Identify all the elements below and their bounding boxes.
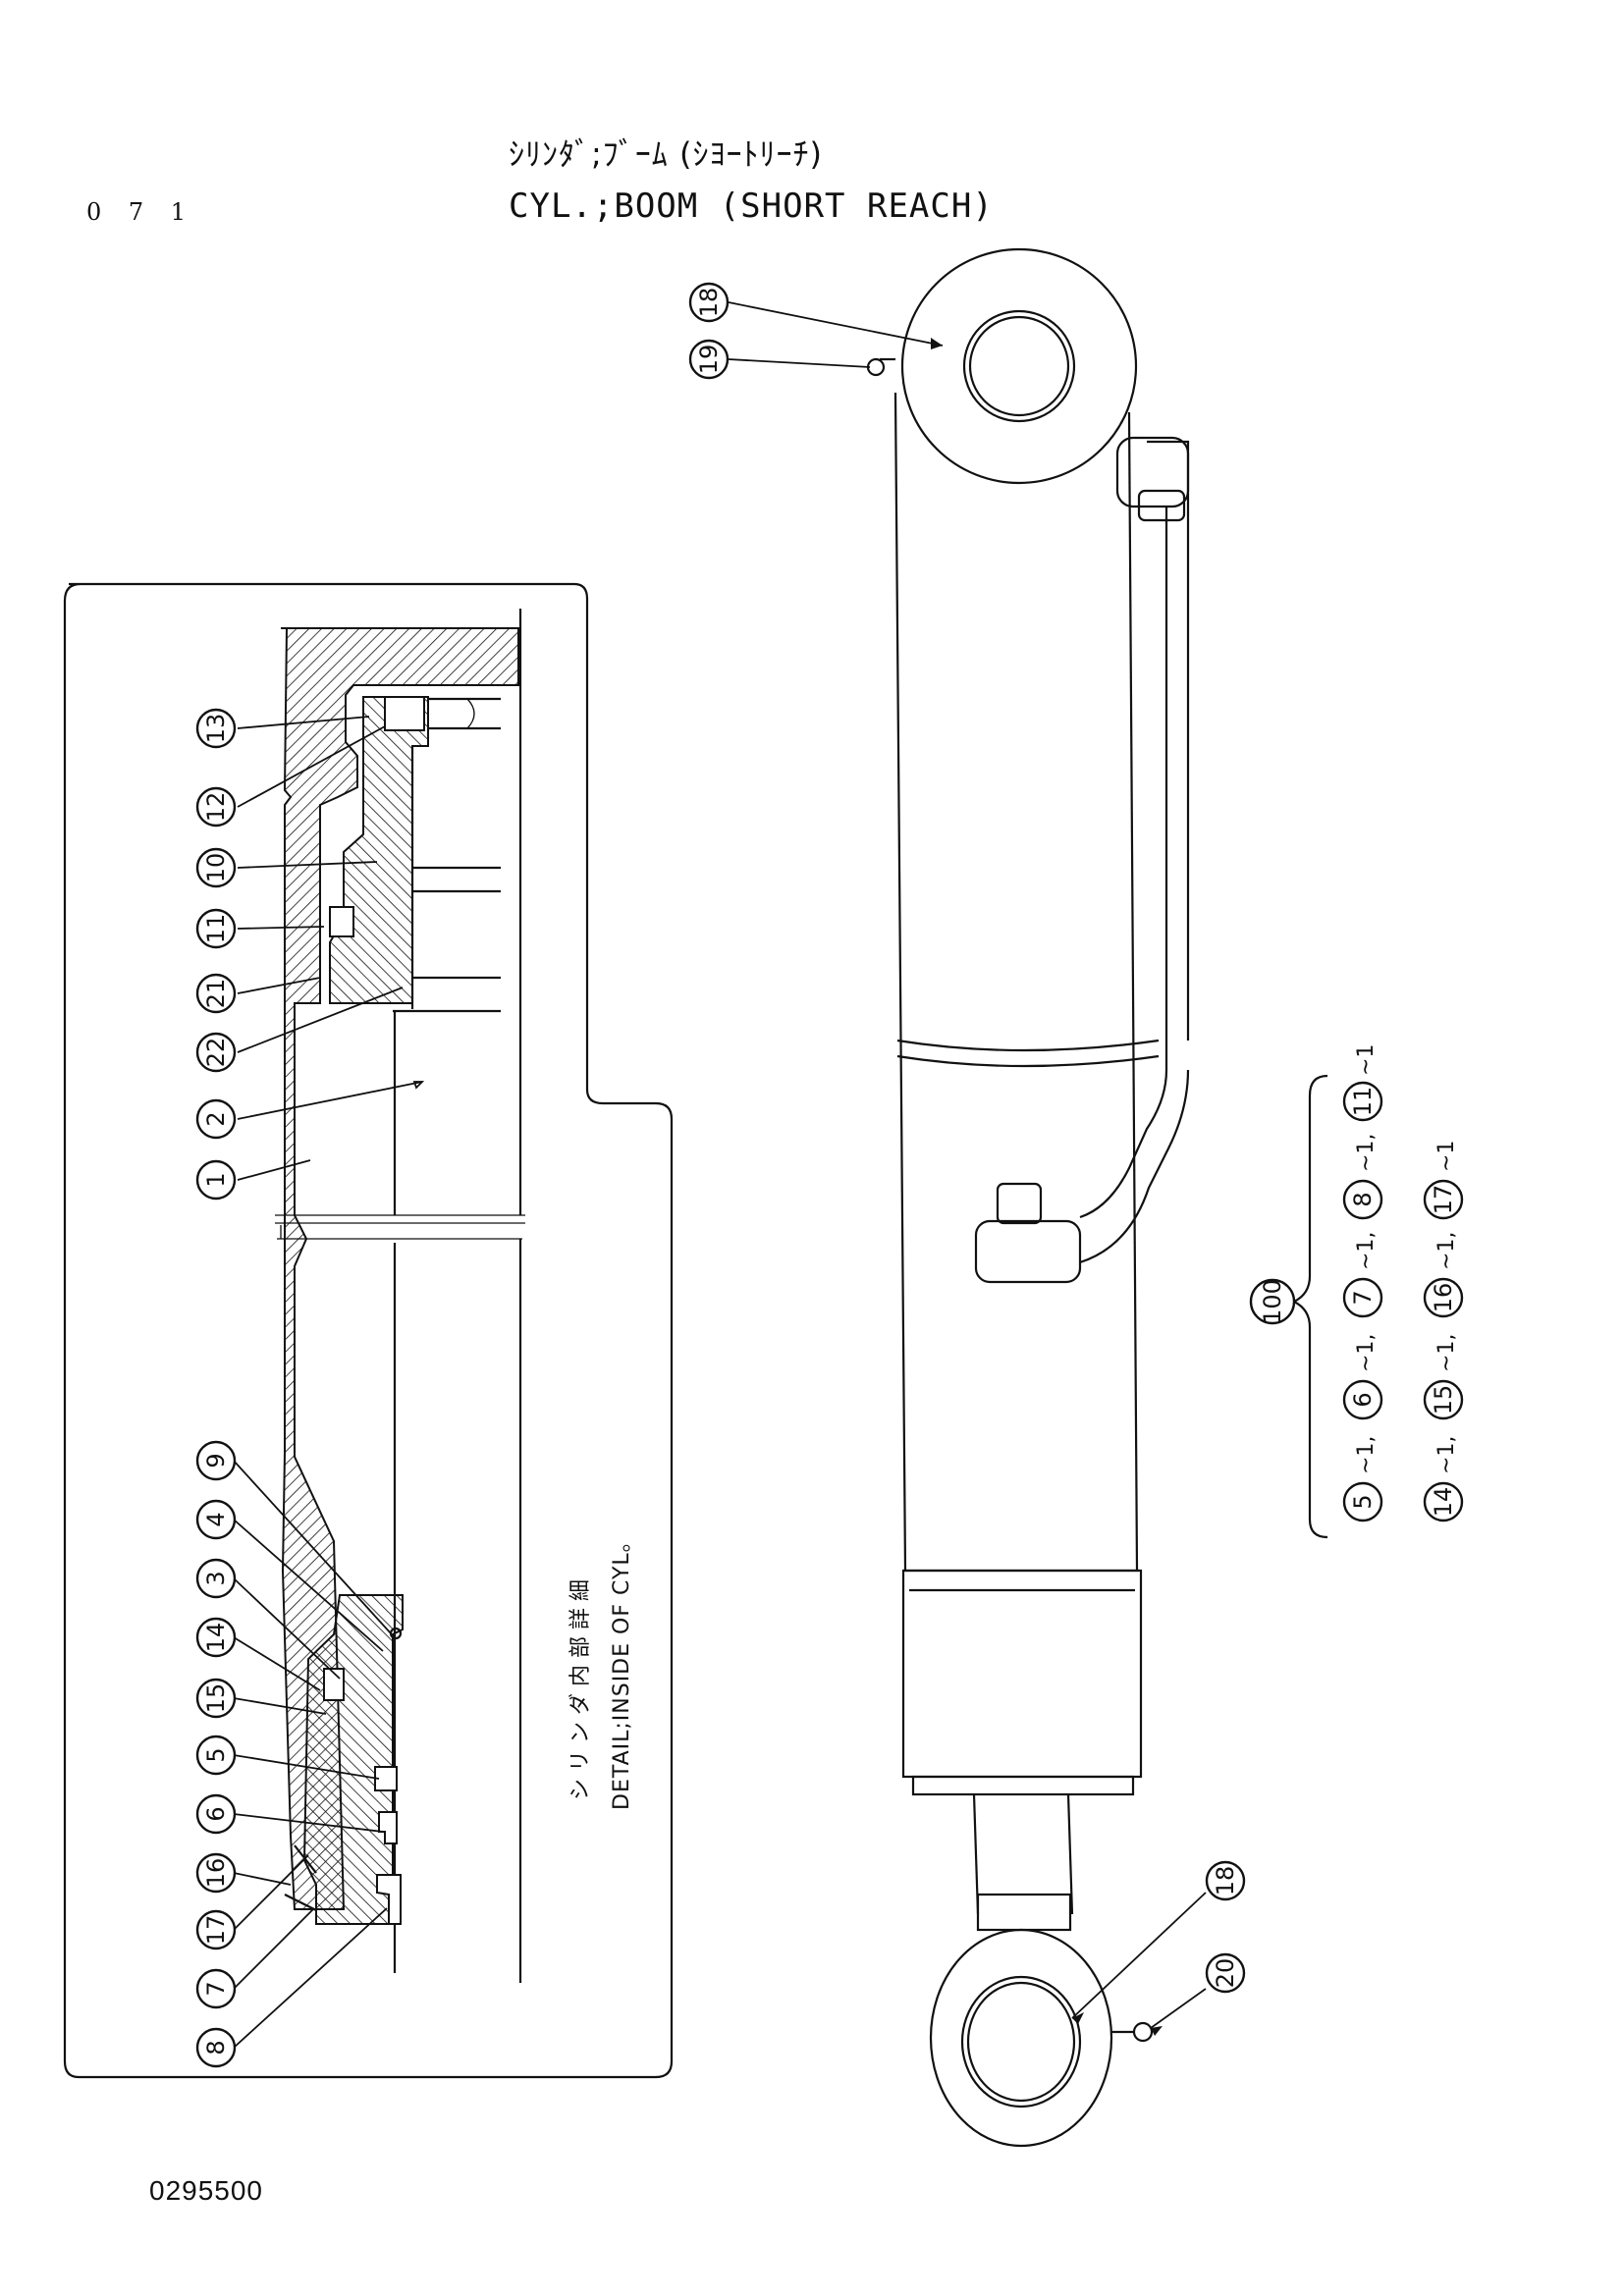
piston-section — [284, 1594, 404, 1925]
svg-text:5: 5 — [1349, 1494, 1377, 1509]
seal-kit-group: 100 5 ~1, 6 ~1, 7 ~1, 8 ~1, 11 ~1 14 ~1,… — [1249, 1044, 1464, 1539]
svg-text:21: 21 — [202, 979, 230, 1009]
svg-text:8: 8 — [202, 2040, 230, 2055]
callout-10: 10 — [195, 847, 237, 888]
callout-22: 22 — [195, 1032, 237, 1073]
callout-11: 11 — [195, 908, 237, 949]
svg-text:~1,: ~1, — [1354, 1134, 1379, 1172]
svg-text:15: 15 — [1430, 1385, 1457, 1415]
callout-19: 19 — [688, 339, 730, 380]
title-japanese: ｼﾘﾝﾀﾞ;ﾌﾞｰﾑ (ｼﾖｰﾄﾘｰﾁ) — [509, 135, 823, 173]
svg-text:~1,: ~1, — [1354, 1232, 1379, 1270]
svg-text:~1: ~1 — [1434, 1141, 1459, 1172]
callout-12: 12 — [195, 786, 237, 828]
svg-text:~1,: ~1, — [1434, 1232, 1459, 1270]
svg-text:12: 12 — [202, 792, 230, 823]
detail-caption-en: DETAIL;INSIDE OF CYL。 — [610, 1529, 634, 1810]
svg-text:2: 2 — [202, 1111, 230, 1126]
svg-text:~1,: ~1, — [1434, 1334, 1459, 1372]
svg-text:6: 6 — [202, 1806, 230, 1821]
svg-text:18: 18 — [695, 288, 723, 318]
callout-7: 7 — [195, 1968, 237, 2009]
callout-9: 9 — [195, 1440, 237, 1481]
svg-text:~1,: ~1, — [1354, 1334, 1379, 1372]
cylinder-external-view — [866, 247, 1190, 2148]
callout-16: 16 — [195, 1852, 237, 1894]
detail-callouts: 13 12 10 11 21 22 2 1 9 4 3 14 15 5 6 16… — [195, 708, 425, 2068]
svg-text:~1,: ~1, — [1434, 1436, 1459, 1474]
detail-caption-jp: シ リ ン ダ 内 部 詳 細 — [568, 1579, 593, 1800]
svg-text:5: 5 — [202, 1747, 230, 1762]
callout-20: 20 — [1205, 1952, 1246, 1994]
svg-text:14: 14 — [202, 1623, 230, 1653]
svg-text:6: 6 — [1349, 1392, 1377, 1407]
svg-text:100: 100 — [1259, 1279, 1286, 1324]
svg-text:~1: ~1 — [1354, 1044, 1379, 1076]
svg-text:14: 14 — [1430, 1487, 1457, 1518]
svg-text:10: 10 — [202, 853, 230, 883]
seal-kit-row-2: 14 ~1, 15 ~1, 16 ~1, 17 ~1 — [1423, 1141, 1464, 1522]
callout-6: 6 — [195, 1793, 237, 1835]
svg-text:16: 16 — [202, 1858, 230, 1889]
callout-13: 13 — [195, 708, 237, 749]
svg-text:4: 4 — [202, 1512, 230, 1526]
callout-17: 17 — [195, 1909, 237, 1950]
callout-2: 2 — [195, 1098, 237, 1140]
svg-text:17: 17 — [202, 1915, 230, 1946]
drawing-number: 0295500 — [149, 2175, 264, 2206]
svg-text:22: 22 — [202, 1038, 230, 1068]
svg-text:11: 11 — [1349, 1087, 1377, 1117]
callout-21: 21 — [195, 973, 237, 1014]
callout-5: 5 — [195, 1735, 237, 1776]
seal-kit-row-1: 5 ~1, 6 ~1, 7 ~1, 8 ~1, 11 ~1 — [1342, 1044, 1383, 1522]
svg-text:~1,: ~1, — [1354, 1436, 1379, 1474]
svg-text:17: 17 — [1430, 1185, 1457, 1215]
svg-text:8: 8 — [1349, 1192, 1377, 1206]
svg-text:18: 18 — [1212, 1866, 1239, 1896]
callout-3: 3 — [195, 1558, 237, 1599]
svg-text:1: 1 — [202, 1172, 230, 1187]
title-english: CYL.;BOOM (SHORT REACH) — [509, 187, 994, 226]
callout-14: 14 — [195, 1617, 237, 1658]
callout-18-top: 18 — [688, 282, 730, 323]
svg-text:9: 9 — [202, 1453, 230, 1468]
detail-frame — [63, 582, 674, 2079]
head-section — [329, 696, 501, 1009]
main-callouts: 18 19 18 20 — [688, 282, 1246, 2036]
svg-text:7: 7 — [202, 1981, 230, 1996]
callout-1: 1 — [195, 1159, 237, 1201]
callout-4: 4 — [195, 1499, 237, 1540]
svg-text:15: 15 — [202, 1683, 230, 1714]
callout-15: 15 — [195, 1678, 237, 1719]
svg-text:3: 3 — [202, 1571, 230, 1585]
svg-text:20: 20 — [1212, 1958, 1239, 1989]
callout-kit-100: 100 — [1249, 1278, 1296, 1325]
svg-text:11: 11 — [202, 914, 230, 944]
svg-text:19: 19 — [695, 345, 723, 375]
page-number: 0 7 1 — [86, 198, 196, 226]
callout-18-bottom: 18 — [1205, 1860, 1246, 1901]
svg-text:7: 7 — [1349, 1290, 1377, 1305]
svg-text:16: 16 — [1430, 1283, 1457, 1313]
svg-text:13: 13 — [202, 714, 230, 744]
callout-8: 8 — [195, 2027, 237, 2068]
